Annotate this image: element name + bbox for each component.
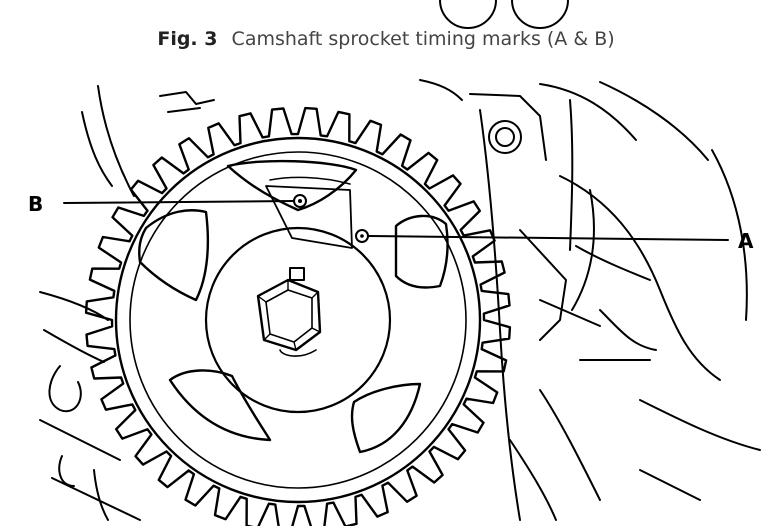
timing-mark-a [355,229,369,243]
timing-mark-plate [265,185,353,249]
callout-label-a: A [738,229,754,253]
figure-number: Fig. 3 [157,28,218,50]
top-edge-circle-right [511,0,569,29]
sprocket-hub-ring [204,226,392,414]
figure-caption: Fig. 3 Camshaft sprocket timing marks (A… [0,28,772,50]
sprocket-inner-rim [129,151,467,489]
sprocket-rim [114,136,482,504]
callout-label-b: B [28,192,43,216]
top-edge-circle-left [439,0,497,29]
engine-housing [39,79,761,521]
timing-mark-b [293,194,307,208]
camshaft-keyway [289,267,305,281]
leader-line-a [367,235,729,241]
housing-bolt [488,120,522,154]
figure-caption-text: Camshaft sprocket timing marks (A & B) [231,28,615,50]
sprocket-teeth [84,106,512,526]
sprocket-windows [138,159,449,454]
center-bolt [256,278,322,357]
leader-line-b [63,200,295,204]
